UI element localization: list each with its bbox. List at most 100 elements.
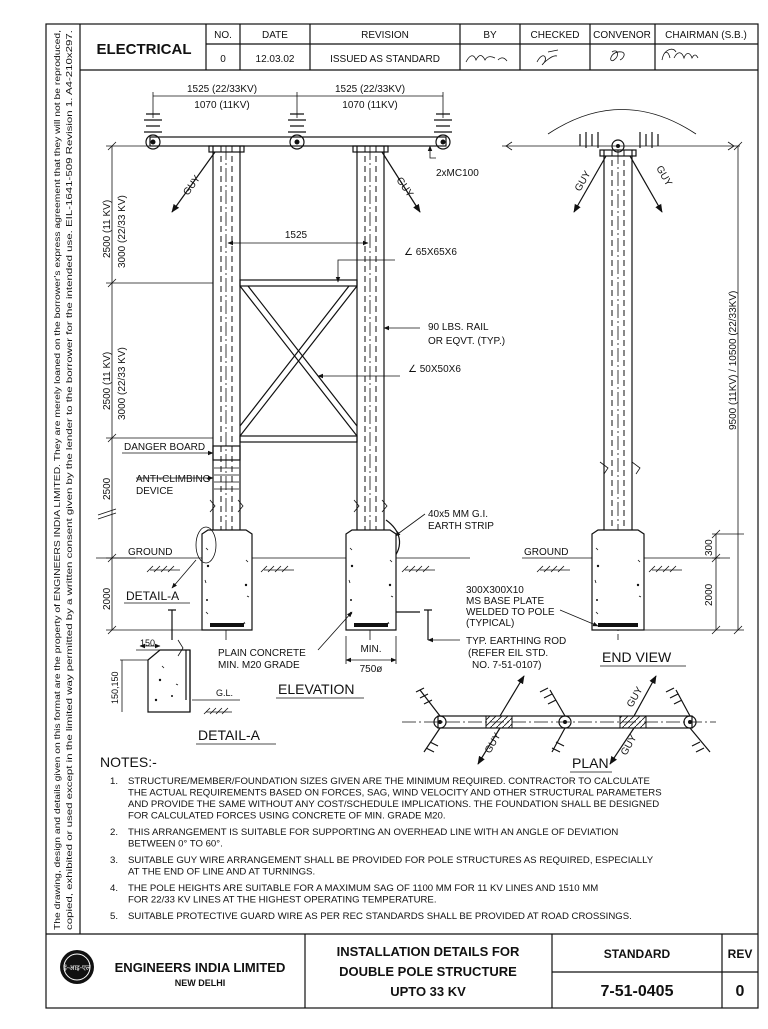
svg-text:CHAIRMAN (S.B.): CHAIRMAN (S.B.) (665, 30, 747, 41)
horizontal-member-bottom (239, 435, 358, 443)
svg-text:BY: BY (483, 30, 497, 41)
note-line: THE POLE HEIGHTS ARE SUITABLE FOR A MAXI… (128, 883, 598, 894)
drawing-title-1: INSTALLATION DETAILS FOR (337, 944, 520, 959)
svg-text:(TYPICAL): (TYPICAL) (466, 618, 514, 629)
svg-text:2500: 2500 (102, 477, 113, 500)
svg-text:0: 0 (220, 54, 226, 65)
svg-text:1525 (22/33KV): 1525 (22/33KV) (187, 84, 257, 95)
svg-text:∠ 50X50X6: ∠ 50X50X6 (408, 364, 461, 375)
svg-text:300X300X10: 300X300X10 (466, 585, 524, 596)
svg-text:12.03.02: 12.03.02 (256, 54, 295, 65)
svg-text:GUY: GUY (483, 731, 504, 756)
svg-text:copied, exhibited or used exce: copied, exhibited or used except in the … (64, 30, 74, 930)
svg-text:2000: 2000 (102, 587, 113, 610)
svg-text:750ø: 750ø (360, 664, 383, 675)
note-number: 1. (110, 776, 118, 787)
notes: NOTES:- 1. STRUCTURE/MEMBER/FOUNDATION SI… (100, 754, 662, 922)
note-number: 2. (110, 827, 118, 838)
svg-text:TYP. EARTHING ROD: TYP. EARTHING ROD (466, 636, 566, 647)
note-number: 5. (110, 911, 118, 922)
drawing-number: 7-51-0405 (601, 983, 674, 1000)
discipline-label: ELECTRICAL (97, 41, 192, 58)
svg-text:1070 (11KV): 1070 (11KV) (342, 100, 397, 111)
svg-text:NO. 7-51-0107): NO. 7-51-0107) (472, 660, 541, 671)
foundation-right (345, 529, 397, 631)
svg-text:REV: REV (728, 947, 753, 961)
x-bracing (239, 285, 358, 437)
svg-text:DEVICE: DEVICE (136, 486, 174, 497)
svg-text:MS BASE PLATE: MS BASE PLATE (466, 596, 545, 607)
svg-text:GUY: GUY (394, 175, 416, 199)
note-line: AT THE END OF LINE AND AT TURNINGS. (128, 867, 315, 878)
svg-text:1525: 1525 (285, 230, 308, 241)
svg-text:STANDARD: STANDARD (604, 947, 671, 961)
svg-text:GUY: GUY (619, 733, 640, 758)
sheet-border (45, 23, 759, 1009)
svg-text:GUY: GUY (625, 685, 646, 710)
svg-text:GUY: GUY (573, 169, 594, 194)
svg-text:GUY: GUY (653, 164, 674, 189)
horizontal-member-top (239, 279, 358, 287)
svg-text:150: 150 (140, 638, 155, 648)
anti-climbing-device (214, 467, 239, 490)
company-city: NEW DELHI (175, 978, 226, 988)
svg-text:300: 300 (704, 539, 715, 556)
note-number: 4. (110, 883, 118, 894)
svg-text:CONVENOR: CONVENOR (593, 30, 651, 41)
plan-title: PLAN (572, 755, 609, 771)
note-line: BETWEEN 0° TO 60°. (128, 839, 223, 850)
svg-text:CHECKED: CHECKED (531, 30, 580, 41)
title-block: इं-आइ-एल ENGINEERS INDIA LIMITED NEW DEL… (60, 934, 758, 1008)
svg-text:GUY: GUY (181, 173, 203, 197)
svg-text:(REFER EIL STD.: (REFER EIL STD. (468, 648, 548, 659)
svg-text:OR EQVT. (TYP.): OR EQVT. (TYP.) (428, 336, 505, 347)
signature-checked (536, 49, 559, 66)
note-number: 3. (110, 855, 118, 866)
note-line: AND PROVIDE THE SAME WITHOUT ANY COST/SC… (128, 799, 659, 810)
svg-text:DETAIL-A: DETAIL-A (126, 589, 179, 603)
svg-text:1525 (22/33KV): 1525 (22/33KV) (335, 84, 405, 95)
insulator-icon (579, 132, 599, 148)
svg-text:The drawing, design and detail: The drawing, design and details given on… (52, 30, 62, 930)
note-line: FOR 22/33 KV LINES AT THE HIGHEST OPERAT… (128, 895, 437, 906)
note-line: STRUCTURE/MEMBER/FOUNDATION SIZES GIVEN … (128, 776, 650, 787)
svg-text:ISSUED AS STANDARD: ISSUED AS STANDARD (330, 54, 440, 65)
detail-a-view: 150 150,150 G.L. DETAIL-A (110, 638, 276, 745)
drawing-title-2: DOUBLE POLE STRUCTURE (339, 964, 517, 979)
side-note: The drawing, design and details given on… (52, 30, 62, 930)
drawing-title-3: UPTO 33 KV (390, 984, 466, 999)
insulator-icon (144, 113, 452, 133)
svg-text:DATE: DATE (262, 30, 288, 41)
signature-by (465, 55, 508, 63)
svg-text:NO.: NO. (214, 30, 232, 41)
insulator-icon (639, 132, 659, 148)
earthing-rod (424, 609, 432, 640)
note-line: THE ACTUAL REQUIREMENTS BASED ON FORCES,… (128, 788, 662, 799)
svg-text:PLAIN CONCRETE: PLAIN CONCRETE (218, 648, 306, 659)
svg-text:40x5 MM G.I.: 40x5 MM G.I. (428, 509, 488, 520)
svg-text:इं-आइ-एल: इं-आइ-एल (63, 964, 91, 972)
end-view-title: END VIEW (602, 649, 672, 665)
svg-text:2500 (11 KV): 2500 (11 KV) (102, 352, 113, 410)
note-line: FOR CALCULATED FORCES USING CONCRETE OF … (128, 811, 446, 822)
svg-text:GROUND: GROUND (128, 547, 172, 558)
elevation-title: ELEVATION (278, 681, 355, 697)
note-line: SUITABLE PROTECTIVE GUARD WIRE AS PER RE… (128, 911, 632, 922)
revision-table: ELECTRICAL NO. DATE REVISION BY CHECKED … (80, 24, 758, 71)
detail-a-marker (195, 526, 217, 564)
svg-text:1070 (11KV): 1070 (11KV) (194, 100, 249, 111)
svg-text:3000 (22/33 KV): 3000 (22/33 KV) (117, 347, 128, 420)
eil-logo-icon: इं-आइ-एल (60, 950, 94, 984)
svg-text:2xMC100: 2xMC100 (436, 168, 479, 179)
note-line: THIS ARRANGEMENT IS SUITABLE FOR SUPPORT… (128, 827, 618, 838)
revision-number: 0 (736, 983, 745, 1000)
detail-a-title: DETAIL-A (198, 727, 261, 743)
svg-text:3000 (22/33 KV): 3000 (22/33 KV) (117, 195, 128, 268)
notes-heading: NOTES:- (100, 754, 157, 770)
svg-text:9500 (11KV) / 10500 (22/33KV): 9500 (11KV) / 10500 (22/33KV) (728, 291, 739, 430)
svg-text:EARTH STRIP: EARTH STRIP (428, 521, 494, 532)
ground-hatch (146, 565, 435, 573)
svg-text:∠ 65X65X6: ∠ 65X65X6 (404, 247, 457, 258)
svg-text:ANTI-CLIMBING: ANTI-CLIMBING (136, 474, 211, 485)
